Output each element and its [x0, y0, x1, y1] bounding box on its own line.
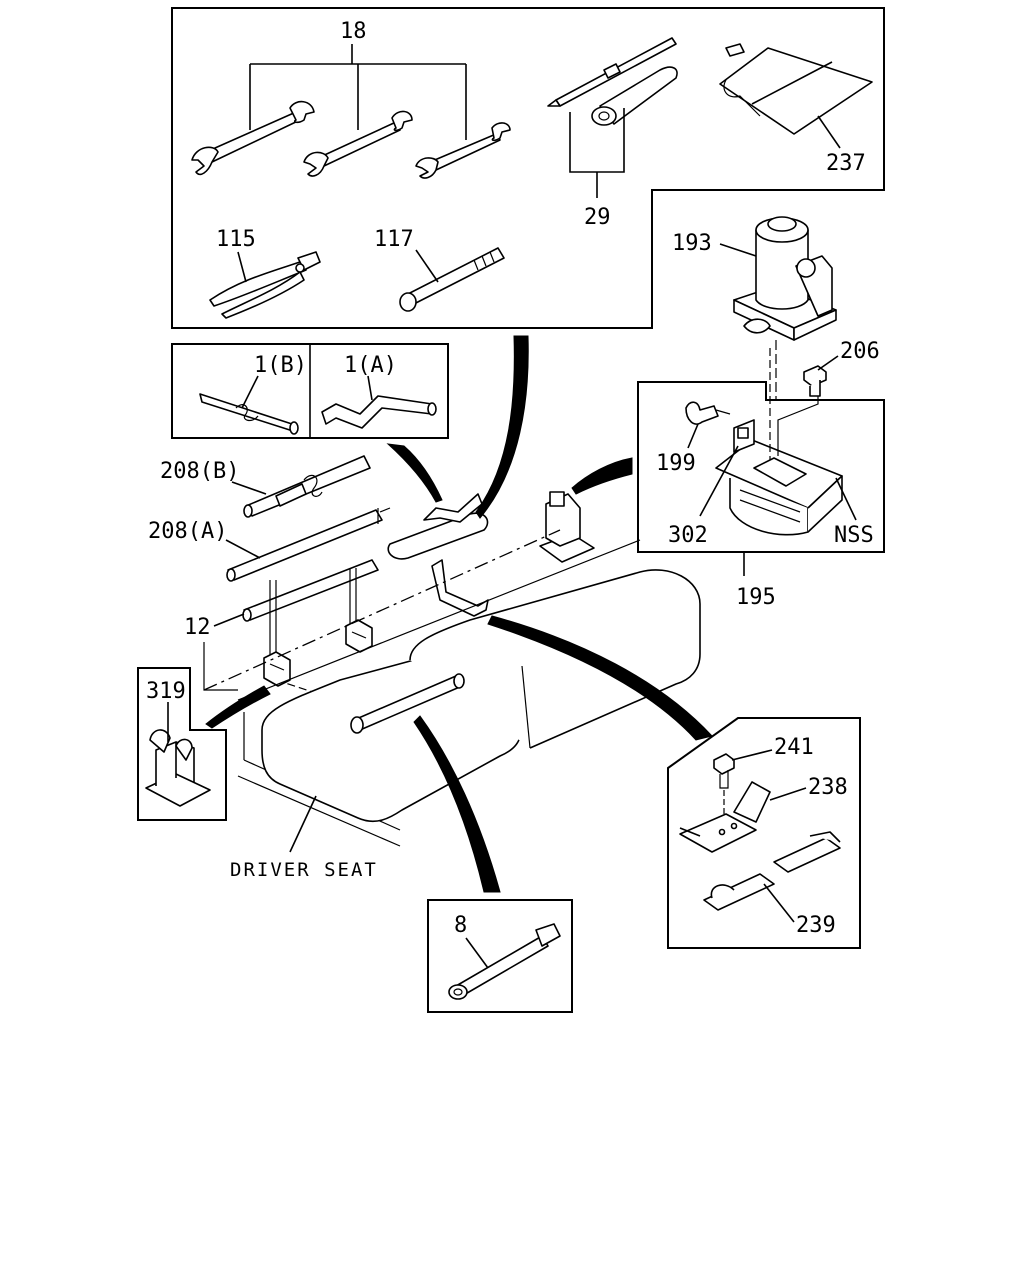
wheel-nut-wrench	[448, 923, 561, 1000]
floor-bracket-mid	[431, 559, 489, 617]
bracket-239	[703, 831, 841, 911]
label-115: 115	[216, 227, 256, 252]
label-199: 199	[656, 451, 696, 476]
callout-239: 239	[763, 883, 836, 938]
label-nss: NSS	[834, 523, 874, 548]
callout-319: 319	[146, 679, 186, 742]
label-239: 239	[796, 913, 836, 938]
label-193: 193	[672, 231, 712, 256]
clip-left	[263, 651, 291, 687]
handle-1b	[199, 393, 299, 435]
callout-117: 117	[374, 227, 439, 283]
label-1b: 1(B)	[254, 353, 307, 378]
callout-29: 29	[569, 108, 625, 230]
rod-208a	[226, 507, 391, 582]
label-237: 237	[826, 151, 866, 176]
clip-319	[145, 729, 211, 807]
callout-237: 237	[817, 115, 866, 176]
callout-195: 195	[736, 552, 776, 610]
bottle-jack	[733, 216, 837, 341]
label-1a: 1(A)	[344, 353, 397, 378]
callout-208a: 208(A)	[148, 519, 261, 559]
callout-238: 238	[769, 775, 848, 801]
jack-tray	[715, 419, 843, 536]
label-18: 18	[340, 19, 367, 44]
callout-199: 199	[656, 423, 699, 476]
callout-12: 12	[184, 613, 245, 640]
label-208b: 208(B)	[160, 459, 239, 484]
clip-right	[345, 619, 373, 653]
callout-193: 193	[672, 231, 757, 257]
label-302: 302	[668, 523, 708, 548]
wing-bolt-199	[685, 401, 731, 425]
callout-nss: NSS	[834, 477, 874, 548]
screwdriver	[547, 37, 677, 107]
handle-box	[171, 343, 449, 439]
callout-1b: 1(B)	[241, 353, 307, 409]
rod-12	[242, 559, 379, 622]
label-8: 8	[454, 913, 467, 938]
callout-206: 206	[817, 339, 880, 371]
bolt-206	[803, 365, 827, 397]
label-driver-seat: DRIVER SEAT	[230, 859, 378, 881]
socket-handle	[591, 66, 678, 126]
open-end-wrench-small	[415, 122, 511, 179]
label-319: 319	[146, 679, 186, 704]
rod-208b	[243, 455, 371, 518]
open-end-wrench-medium	[303, 110, 413, 177]
label-241: 241	[774, 735, 814, 760]
label-206: 206	[840, 339, 880, 364]
open-end-wrench-large	[191, 100, 315, 176]
bracket-238	[679, 781, 771, 853]
tool-kit-box	[171, 7, 885, 329]
label-238: 238	[808, 775, 848, 800]
label-208a: 208(A)	[148, 519, 227, 544]
tool-bag	[719, 43, 873, 135]
callout-8: 8	[454, 913, 489, 969]
label-29: 29	[584, 205, 611, 230]
extension-bar	[399, 247, 505, 312]
callout-1a: 1(A)	[344, 353, 397, 401]
callout-302: 302	[668, 445, 739, 548]
seat-cushion-tool	[387, 493, 489, 560]
callout-115: 115	[216, 227, 256, 283]
jack-floor-bracket	[539, 491, 595, 563]
bracket-lines	[769, 348, 819, 460]
label-117: 117	[374, 227, 414, 252]
wheel-nut-wrench-rod	[350, 673, 465, 734]
label-12: 12	[184, 615, 211, 640]
callout-driver-seat: DRIVER SEAT	[230, 795, 378, 881]
callout-241: 241	[731, 735, 814, 761]
handle-1a	[321, 395, 437, 429]
leader-arrows	[205, 335, 713, 893]
callout-18: 18	[249, 19, 467, 140]
label-195: 195	[736, 585, 776, 610]
callout-208b: 208(B)	[160, 459, 267, 495]
pliers	[209, 251, 321, 319]
